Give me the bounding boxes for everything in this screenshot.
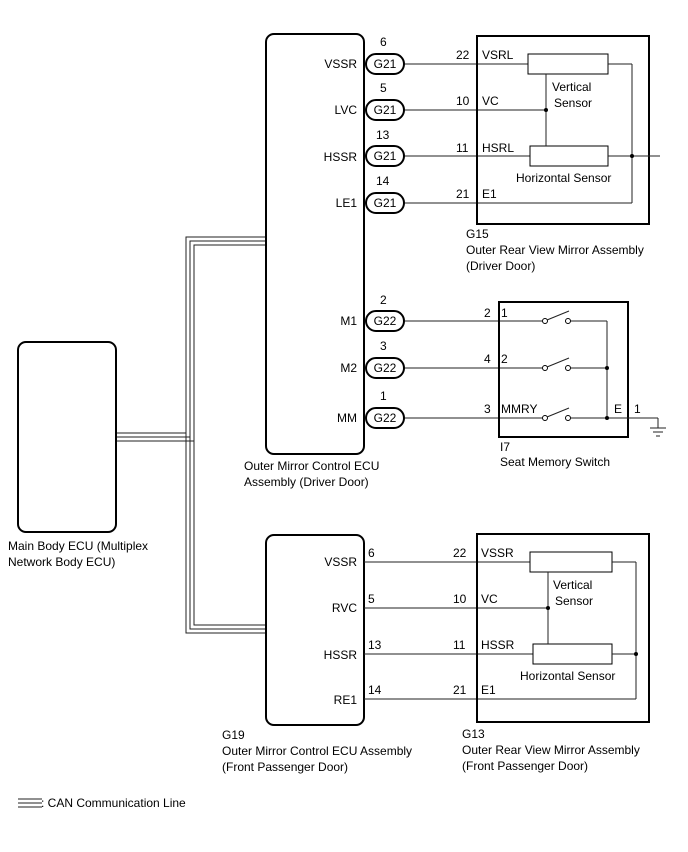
passenger-pin-number: 6	[368, 546, 375, 560]
driver-pin-name: MM	[337, 411, 357, 425]
g19-code: G19	[222, 728, 245, 742]
g13-pin-number: 11	[453, 638, 466, 652]
i7-switches	[542, 310, 658, 421]
connector-label: G22	[374, 314, 397, 328]
g15-pin-number: 21	[456, 187, 470, 201]
i7-code: I7	[500, 440, 510, 454]
g13-pin-name: HSSR	[481, 638, 515, 652]
can-bus-lines	[116, 236, 266, 634]
driver-pin-number: 14	[376, 174, 390, 188]
driver-pin-number: 3	[380, 339, 387, 353]
passenger-ecu-box	[265, 534, 365, 726]
g15-vertical-sensor	[527, 53, 609, 75]
driver-ecu-label: Outer Mirror Control ECU	[244, 459, 379, 473]
g15-pin-name: E1	[482, 187, 497, 201]
g15-pin-name: HSRL	[482, 141, 514, 155]
passenger-pin-name: RE1	[334, 693, 358, 707]
driver-connectors	[365, 53, 405, 429]
g13-vertical-label: Vertical	[553, 578, 592, 592]
driver-pin-name: LVC	[335, 103, 358, 117]
passenger-pin-name: RVC	[332, 601, 357, 615]
passenger-pin-name: VSSR	[324, 555, 357, 569]
can-legend-icon	[18, 798, 42, 808]
main-body-ecu-label-2: Network Body ECU)	[8, 555, 115, 569]
g13-pin-number: 22	[453, 546, 467, 560]
g13-pin-name: E1	[481, 683, 496, 697]
i7-pin-number: 4	[484, 352, 491, 366]
connector-label: G21	[374, 103, 397, 117]
driver-ecu-label-2: Assembly (Driver Door)	[244, 475, 369, 489]
passenger-pin-name: HSSR	[324, 648, 358, 662]
g13-internal-wires	[546, 561, 638, 699]
g13-code: G13	[462, 727, 485, 741]
i7-pin-name: MMRY	[501, 402, 537, 416]
g15-internal-wires	[544, 63, 660, 203]
g15-name: Outer Rear View Mirror Assembly	[466, 243, 644, 257]
driver-pin-number: 2	[380, 293, 387, 307]
driver-pin-number: 5	[380, 81, 387, 95]
can-legend-label: : CAN Communication Line	[41, 796, 186, 810]
i7-pin-name: 2	[501, 352, 508, 366]
g15-pin-name: VC	[482, 94, 499, 108]
driver-pin-name: M2	[340, 361, 357, 375]
i7-ground-name: E	[614, 402, 622, 416]
i7-pin-number: 2	[484, 306, 491, 320]
g15-horizontal-sensor	[529, 145, 609, 167]
g15-name-2: (Driver Door)	[466, 259, 535, 273]
g15-horizontal-label: Horizontal Sensor	[516, 171, 611, 185]
g15-pin-name: VSRL	[482, 48, 514, 62]
driver-pin-name: VSSR	[324, 57, 357, 71]
g13-vertical-sensor	[529, 551, 613, 573]
g13-name-2: (Front Passenger Door)	[462, 759, 588, 773]
g13-pin-name: VSSR	[481, 546, 514, 560]
driver-pin-name: HSSR	[324, 150, 358, 164]
driver-ecu-box	[265, 33, 365, 455]
g15-box	[476, 35, 650, 225]
g19-name-2: (Front Passenger Door)	[222, 760, 348, 774]
main-body-ecu-label: Main Body ECU (Multiplex	[8, 539, 148, 553]
g15-pin-number: 10	[456, 94, 470, 108]
driver-pin-number: 13	[376, 128, 390, 142]
g15-pin-number: 11	[456, 141, 469, 155]
i7-ground-pin: 1	[634, 402, 641, 416]
g13-horizontal-label: Horizontal Sensor	[520, 669, 615, 683]
driver-pin-name: LE1	[336, 196, 358, 210]
g13-box	[476, 533, 650, 723]
connector-label: G21	[374, 196, 397, 210]
g15-code: G15	[466, 227, 489, 241]
main-body-ecu-box	[17, 341, 117, 533]
passenger-wires	[364, 561, 636, 700]
connector-label: G22	[374, 411, 397, 425]
driver-pin-number: 1	[380, 389, 387, 403]
passenger-pin-number: 5	[368, 592, 375, 606]
g15-pin-number: 22	[456, 48, 470, 62]
connector-label: G21	[374, 57, 397, 71]
i7-pin-name: 1	[501, 306, 508, 320]
g19-name: Outer Mirror Control ECU Assembly	[222, 744, 412, 758]
ground-icon	[650, 418, 666, 437]
i7-name: Seat Memory Switch	[500, 455, 610, 469]
g15-vertical-label-2: Sensor	[554, 96, 592, 110]
i7-pin-number: 3	[484, 402, 491, 416]
driver-pin-number: 6	[380, 35, 387, 49]
g13-pin-number: 21	[453, 683, 467, 697]
g13-pin-name: VC	[481, 592, 498, 606]
g13-horizontal-sensor	[532, 643, 613, 665]
g13-pin-number: 10	[453, 592, 467, 606]
driver-wires	[404, 63, 632, 419]
passenger-pin-number: 13	[368, 638, 382, 652]
g15-vertical-label: Vertical	[552, 80, 591, 94]
passenger-pin-number: 14	[368, 683, 382, 697]
i7-box	[498, 301, 629, 438]
connector-label: G21	[374, 149, 397, 163]
connector-label: G22	[374, 361, 397, 375]
g13-name: Outer Rear View Mirror Assembly	[462, 743, 640, 757]
driver-pin-name: M1	[340, 314, 357, 328]
g13-vertical-label-2: Sensor	[555, 594, 593, 608]
